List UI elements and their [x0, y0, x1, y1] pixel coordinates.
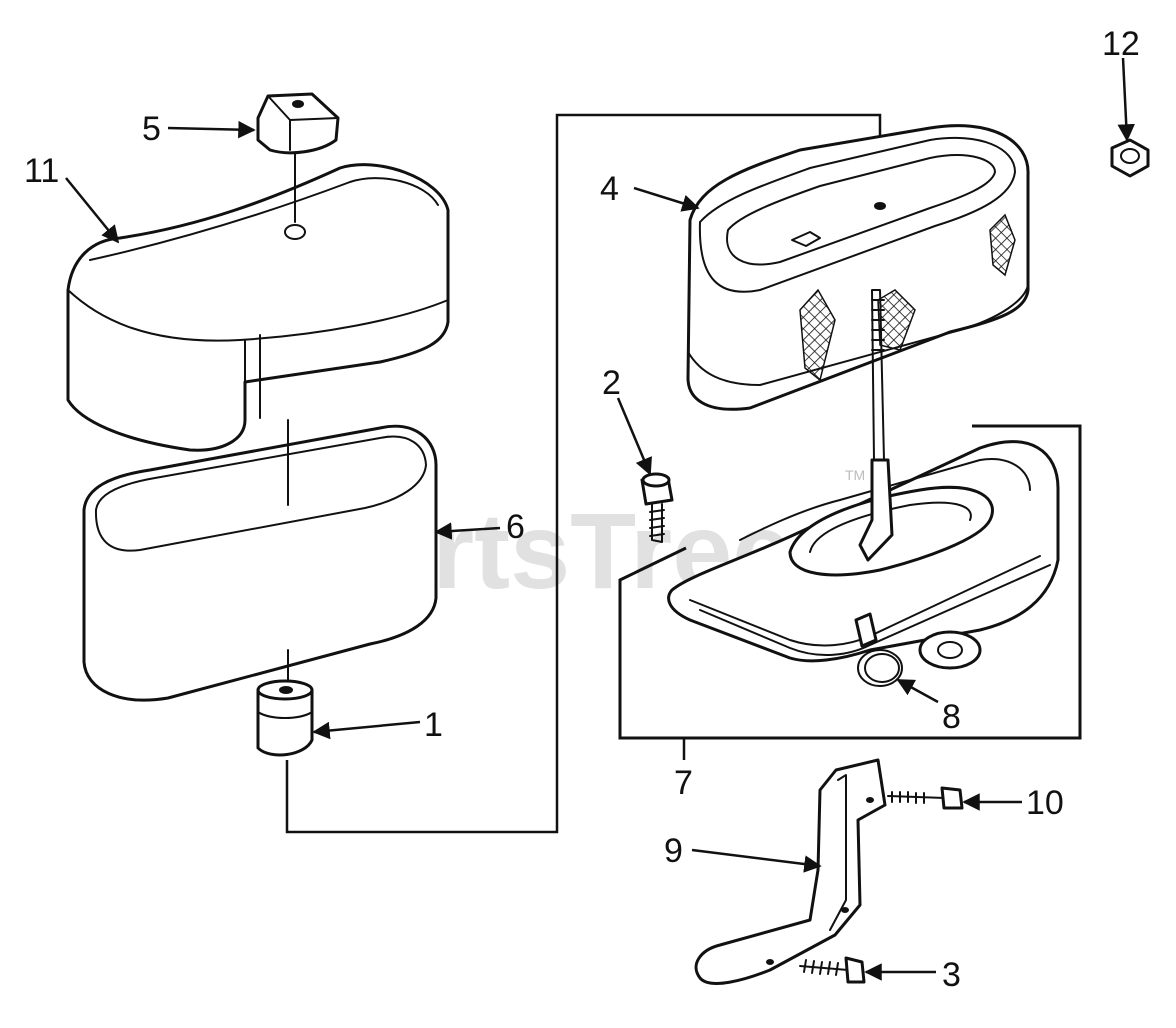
leader-5: [167, 120, 256, 139]
screw-part-10[interactable]: [887, 786, 964, 810]
grommet-part-1[interactable]: [256, 679, 314, 757]
base-assembly-part-7[interactable]: [667, 289, 1060, 670]
nut-part-12[interactable]: [1110, 138, 1150, 178]
callout-7[interactable]: 7: [674, 764, 693, 802]
base-assembly-group-part-7: [618, 424, 1082, 740]
leader-12: [1117, 57, 1135, 142]
leader-11: [65, 177, 120, 244]
leader-8: [896, 678, 939, 704]
assembly-bracket-line: [285, 113, 882, 834]
callout-12[interactable]: 12: [1102, 25, 1140, 63]
screw-part-3[interactable]: [799, 956, 866, 984]
bolt-part-2[interactable]: [640, 472, 674, 543]
callout-4[interactable]: 4: [600, 170, 619, 208]
bracket-part-9[interactable]: [694, 758, 887, 985]
callout-6[interactable]: 6: [506, 508, 525, 546]
watermark-trademark: TM: [845, 467, 865, 483]
callout-8[interactable]: 8: [942, 698, 961, 736]
leader-1: [312, 720, 421, 740]
callout-9[interactable]: 9: [664, 832, 683, 870]
callout-10[interactable]: 10: [1026, 784, 1064, 822]
callout-1[interactable]: 1: [424, 706, 443, 744]
callout-3[interactable]: 3: [942, 956, 961, 994]
gasket-part-8[interactable]: [857, 649, 903, 687]
filter-cartridge-part-4[interactable]: [686, 124, 1030, 411]
leader-6: [434, 522, 501, 540]
callout-5[interactable]: 5: [142, 110, 161, 148]
precleaner-part-6[interactable]: [82, 419, 438, 702]
callout-2[interactable]: 2: [602, 364, 621, 402]
callout-11[interactable]: 11: [24, 152, 59, 190]
leader-9: [691, 848, 822, 873]
leader-4: [633, 186, 700, 212]
knob-part-5[interactable]: [256, 92, 340, 155]
leader-2: [616, 397, 652, 476]
cover-part-11[interactable]: [66, 149, 450, 452]
